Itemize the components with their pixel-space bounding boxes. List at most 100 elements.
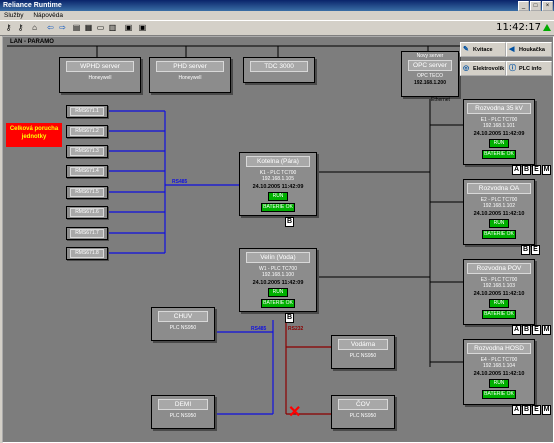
letter-a-button[interactable]: A xyxy=(512,165,521,175)
panel-plc: E3 - PLC TC700 xyxy=(480,277,518,283)
letter-b-button[interactable]: B xyxy=(285,313,294,323)
panel-ip: 192.168.1.102 xyxy=(483,203,515,209)
rms-label: RMS671.7 xyxy=(70,229,104,238)
chart-icon[interactable]: ▦ xyxy=(84,23,93,32)
panel-timestamp: 24.10.2005 11:42:09 xyxy=(473,131,525,137)
opc-title: OPC server xyxy=(408,60,452,71)
panel-plc: PLC NS950 xyxy=(349,413,377,419)
rms-unit[interactable]: RMS671.7 xyxy=(66,227,108,240)
demi-panel[interactable]: DEMI PLC NS950 xyxy=(151,395,215,429)
logout-icon[interactable]: ⚷ xyxy=(17,23,24,32)
rs485-label: RS485 xyxy=(172,179,188,185)
panel-title: Vodárna xyxy=(338,339,388,350)
rms-unit[interactable]: RMS671.3 xyxy=(66,145,108,158)
rms-label: RMS671.6 xyxy=(70,208,104,217)
alarm-banner[interactable]: Celková porucha jednotky xyxy=(6,123,62,147)
server-phd[interactable]: PHD server Honeywell xyxy=(149,57,231,93)
maximize-button[interactable]: □ xyxy=(530,1,541,11)
forward-arrow-icon[interactable]: ⇨ xyxy=(59,23,66,32)
window-title: Reliance Runtime xyxy=(3,2,62,9)
server-title: PHD server xyxy=(156,61,224,72)
info-icon: ⓘ xyxy=(509,65,516,72)
letter-m-button[interactable]: M xyxy=(542,325,551,335)
letter-b-button[interactable]: B xyxy=(522,405,531,415)
panel-title: Rozvodna POV xyxy=(467,263,531,274)
server-vendor: Honeywell xyxy=(88,75,112,81)
velin-battery: BATERIE OK xyxy=(261,299,295,308)
kotelna-battery: BATERIE OK xyxy=(261,203,295,212)
panel-plc: PLC NS950 xyxy=(169,325,197,331)
panel-battery: BATERIE OK xyxy=(482,310,516,319)
letter-b-button[interactable]: B xyxy=(285,217,294,227)
letter-e-button[interactable]: E xyxy=(531,245,540,255)
panel-title: Rozvodna 35 kV xyxy=(467,103,531,114)
houkacka-label: Houkačka xyxy=(519,47,545,53)
panel-title: ČOV xyxy=(338,399,388,410)
panel-battery: BATERIE OK xyxy=(482,390,516,399)
kotelna-letters: B xyxy=(285,217,294,227)
report-icon[interactable]: ▥ xyxy=(108,23,117,32)
rozvodna-oa-letters: B E xyxy=(521,245,540,255)
opc-server[interactable]: Novy server OPC server OPC TECO 192.168.… xyxy=(401,51,459,97)
book-icon[interactable]: ▤ xyxy=(72,23,81,32)
server-wphd[interactable]: WPHD server Honeywell xyxy=(59,57,141,93)
menu-napoveda[interactable]: Nápověda xyxy=(33,12,63,19)
rozvodna-35kv-panel[interactable]: Rozvodna 35 kV E1 - PLC TC700 192.168.1.… xyxy=(463,99,535,165)
letter-e-button[interactable]: E xyxy=(532,325,541,335)
kotelna-ip: 192.168.1.105 xyxy=(262,176,294,182)
home-icon[interactable]: ⌂ xyxy=(32,23,37,32)
velin-panel[interactable]: Velín (Voda) W1 - PLC TC700 192.168.1.10… xyxy=(239,248,317,312)
panel-run: RUN xyxy=(489,219,509,228)
kotelna-panel[interactable]: Kotelna (Pára) K1 - PLC TC700 192.168.1.… xyxy=(239,152,317,216)
letter-m-button[interactable]: M xyxy=(542,165,551,175)
back-arrow-icon[interactable]: ⇦ xyxy=(47,23,54,32)
kvitace-button[interactable]: ✎Kvitace xyxy=(460,42,506,57)
rms-unit[interactable]: RMS671.2 xyxy=(66,125,108,138)
elektrovolik-button[interactable]: ◎Elektrovolik xyxy=(460,61,506,76)
rms-label: RMS671.4 xyxy=(70,167,104,176)
server-tdc3000[interactable]: TDC 3000 xyxy=(243,57,315,83)
close-button[interactable]: × xyxy=(542,1,553,11)
rozvodna-pov-panel[interactable]: Rozvodna POV E3 - PLC TC700 192.168.1.10… xyxy=(463,259,535,325)
letter-m-button[interactable]: M xyxy=(542,405,551,415)
panel-ip: 192.168.1.101 xyxy=(483,123,515,129)
rms-unit[interactable]: RMS671.5 xyxy=(66,186,108,199)
letter-e-button[interactable]: E xyxy=(532,405,541,415)
rms-unit[interactable]: RMS671.6 xyxy=(66,206,108,219)
rozvodna-35kv-letters: A B E M xyxy=(512,165,551,175)
letter-e-button[interactable]: E xyxy=(532,165,541,175)
menu-sluzby[interactable]: Služby xyxy=(4,12,24,19)
rms-unit[interactable]: RMS671.4 xyxy=(66,165,108,178)
panel-ip: 192.168.1.103 xyxy=(483,283,515,289)
rms-unit[interactable]: RMS671.1 xyxy=(66,105,108,118)
folder-icon[interactable]: ▭ xyxy=(96,23,105,32)
letter-b-button[interactable]: B xyxy=(522,165,531,175)
login-icon[interactable]: ⚷ xyxy=(5,23,12,32)
rozvodna-pov-letters: A B E M xyxy=(512,325,551,335)
letter-b-button[interactable]: B xyxy=(521,245,530,255)
vodarna-panel[interactable]: Vodárna PLC NS950 xyxy=(331,335,395,369)
letter-a-button[interactable]: A xyxy=(512,325,521,335)
status-triangle-icon xyxy=(543,24,551,31)
server-title: WPHD server xyxy=(66,61,134,72)
velin-ip: 192.168.1.100 xyxy=(262,272,294,278)
rms-unit[interactable]: RMS671.8 xyxy=(66,247,108,260)
houkacka-button[interactable]: ◀Houkačka xyxy=(506,42,552,57)
velin-timestamp: 24.10.2005 11:42:09 xyxy=(252,280,304,286)
velin-run: RUN xyxy=(268,288,288,297)
panel-plc: E4 - PLC TC700 xyxy=(480,357,518,363)
rozvodna-hosd-panel[interactable]: Rozvodna HOSD E4 - PLC TC700 192.168.1.1… xyxy=(463,339,535,405)
rozvodna-hosd-letters: A B E M xyxy=(512,405,551,415)
rozvodna-oa-panel[interactable]: Rozvodna OA E2 - PLC TC700 192.168.1.102… xyxy=(463,179,535,245)
panel-timestamp: 24.10.2005 11:42:10 xyxy=(473,211,525,217)
toolbar: ⚷ ⚷ ⌂ ⇦ ⇨ ▤ ▦ ▭ ▥ ▣ ▣ 11:42:17 xyxy=(0,20,554,36)
minimize-button[interactable]: _ xyxy=(518,1,529,11)
alarm-list-icon[interactable]: ▣ xyxy=(138,23,147,32)
panel-plc: PLC NS950 xyxy=(349,353,377,359)
letter-b-button[interactable]: B xyxy=(522,325,531,335)
cov-panel[interactable]: ČOV PLC NS950 xyxy=(331,395,395,429)
letter-a-button[interactable]: A xyxy=(512,405,521,415)
chuv-panel[interactable]: CHUV PLC NS950 xyxy=(151,307,215,341)
settings-icon[interactable]: ▣ xyxy=(124,23,133,32)
